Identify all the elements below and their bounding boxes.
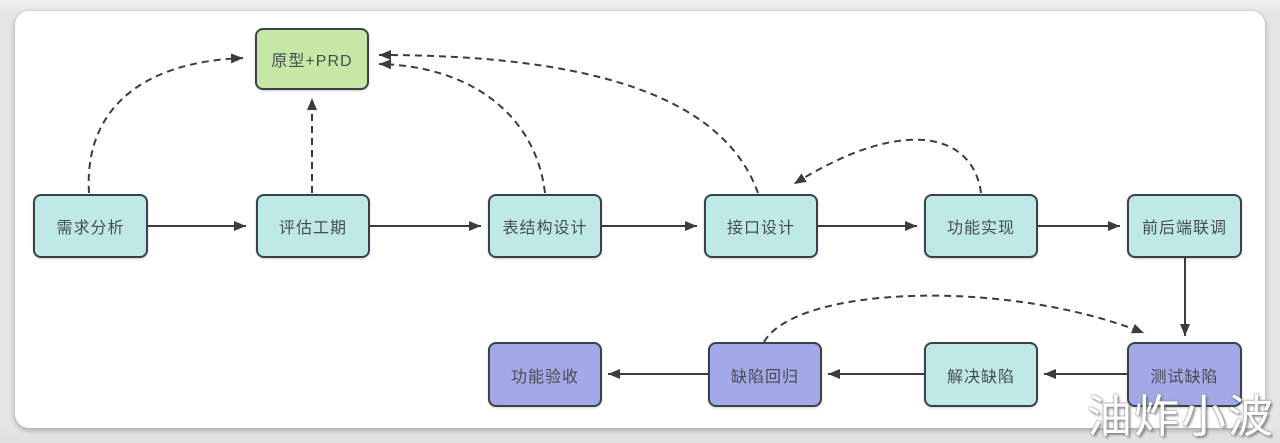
node-label: 功能实现 [946, 220, 1015, 237]
flow-node-implementation[interactable]: 功能实现 [924, 194, 1038, 258]
flow-node-test-defects[interactable]: 测试缺陷 [1127, 342, 1242, 407]
flow-node-prototype-prd[interactable]: 原型+PRD [255, 28, 369, 90]
node-label: 接口设计 [726, 220, 795, 237]
flow-node-requirements[interactable]: 需求分析 [33, 194, 148, 258]
flow-node-defect-regression[interactable]: 缺陷回归 [708, 342, 822, 407]
flow-node-joint-debugging[interactable]: 前后端联调 [1127, 194, 1242, 258]
node-label: 评估工期 [278, 220, 347, 237]
flow-node-estimate-schedule[interactable]: 评估工期 [256, 194, 370, 258]
flow-node-acceptance[interactable]: 功能验收 [488, 342, 602, 407]
node-label: 原型+PRD [271, 53, 353, 70]
node-label: 前后端联调 [1141, 220, 1227, 237]
node-label: 解决缺陷 [946, 368, 1015, 386]
node-label: 表结构设计 [502, 220, 588, 237]
diagram-canvas [15, 11, 1265, 428]
node-label: 需求分析 [56, 220, 125, 237]
node-label: 缺陷回归 [730, 368, 799, 386]
node-label: 测试缺陷 [1150, 368, 1219, 386]
flow-node-api-design[interactable]: 接口设计 [704, 194, 818, 258]
flow-node-table-design[interactable]: 表结构设计 [488, 194, 602, 258]
flow-node-resolve-defects[interactable]: 解决缺陷 [924, 342, 1038, 407]
node-label: 功能验收 [510, 368, 579, 386]
